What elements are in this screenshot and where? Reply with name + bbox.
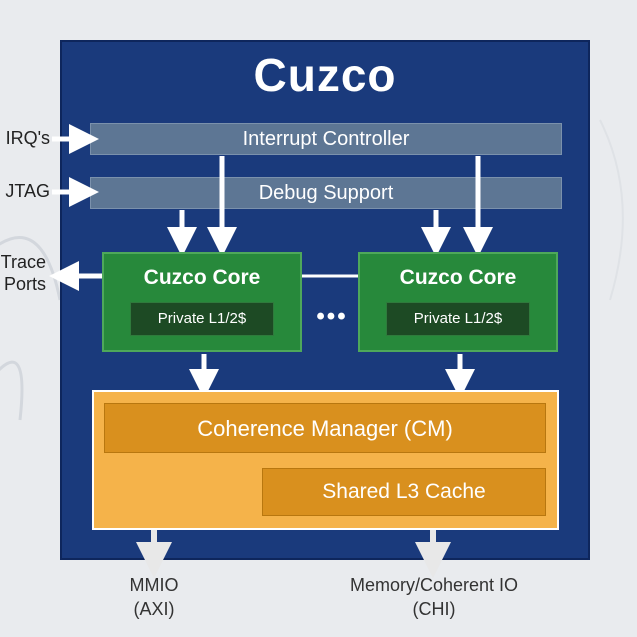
trace-label-line1: Trace (0, 252, 46, 272)
mmio-label-line1: MMIO (129, 575, 179, 595)
core-left-title: Cuzco Core (143, 266, 261, 289)
core-right-title: Cuzco Core (399, 266, 517, 289)
more-cores-ellipsis: ••• (316, 303, 348, 330)
core-right-private-cache: Private L1/2$ (386, 302, 530, 336)
shared-l3-cache-block: Shared L3 Cache (262, 468, 546, 516)
core-left: Cuzco Core Private L1/2$ (102, 252, 302, 352)
memory-label-line1: Memory/Coherent IO (349, 575, 519, 595)
mmio-label-line2: (AXI) (133, 599, 175, 619)
trace-label-line2: Ports (3, 274, 46, 294)
memory-label-line2: (CHI) (412, 599, 456, 619)
jtag-label: JTAG (5, 181, 50, 201)
core-left-private-cache: Private L1/2$ (130, 302, 274, 336)
coherence-manager-block: Coherence Manager (CM) (104, 403, 546, 453)
interrupt-controller-block: Interrupt Controller (90, 123, 562, 155)
diagram-title: Cuzco (253, 49, 397, 101)
core-right: Cuzco Core Private L1/2$ (358, 252, 558, 352)
debug-support-block: Debug Support (90, 177, 562, 209)
irq-label: IRQ's (5, 128, 50, 148)
